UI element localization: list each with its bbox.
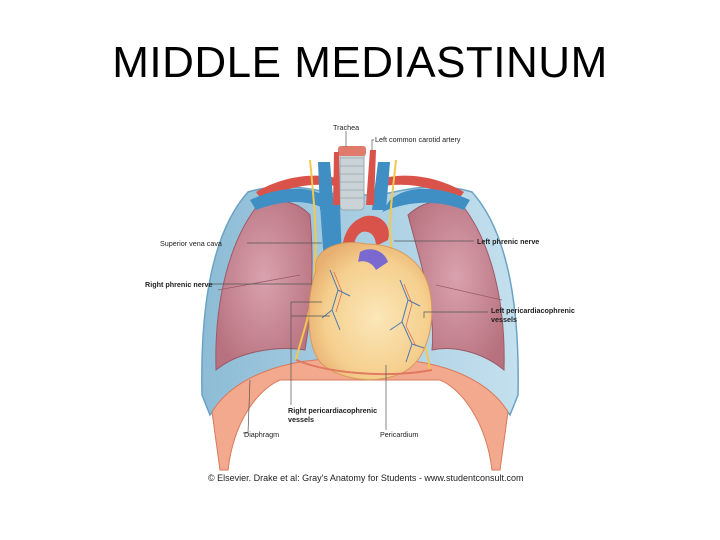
right-subclavian-artery: [256, 175, 336, 200]
label-right-pericardiacophrenic-vessels-2: vessels: [288, 415, 314, 424]
slide-title: MIDDLE MEDIASTINUM: [112, 38, 608, 87]
pericardiacophrenic-vessels: [321, 269, 425, 363]
left-lung: [407, 200, 505, 372]
label-left-pericardiacophrenic-vessels-2: vessels: [491, 315, 517, 324]
right-internal-jugular-vein: [318, 162, 334, 210]
left-common-carotid-shape: [366, 150, 376, 205]
trachea-shape: [339, 147, 365, 211]
label-pericardium: Pericardium: [380, 430, 418, 439]
label-left-pericardiacophrenic-vessels-1: Left pericardiacophrenic: [491, 306, 575, 315]
left-subclavian-artery: [384, 175, 464, 200]
copyright-credit: © Elsevier. Drake et al: Gray's Anatomy …: [208, 473, 524, 483]
label-right-phrenic-nerve: Right phrenic nerve: [145, 280, 213, 289]
pericardium-base: [295, 359, 433, 376]
left-internal-jugular-vein: [372, 162, 390, 210]
label-superior-vena-cava: Superior vena cava: [160, 239, 222, 248]
aortic-arch: [341, 215, 389, 262]
heart-pericardium: [308, 242, 433, 381]
label-diaphragm: Diaphragm: [244, 430, 279, 439]
label-left-phrenic-nerve: Left phrenic nerve: [477, 237, 539, 246]
label-trachea: Trachea: [333, 123, 359, 132]
left-brachiocephalic-vein: [382, 188, 470, 212]
label-right-pericardiacophrenic-vessels-1: Right pericardiacophrenic: [288, 406, 377, 415]
label-left-common-carotid-artery: Left common carotid artery: [375, 135, 461, 144]
pulmonary-trunk: [358, 249, 388, 270]
diaphragm-inner: [230, 382, 490, 470]
right-common-carotid-shape: [333, 152, 340, 205]
right-brachiocephalic-vein: [250, 188, 330, 212]
